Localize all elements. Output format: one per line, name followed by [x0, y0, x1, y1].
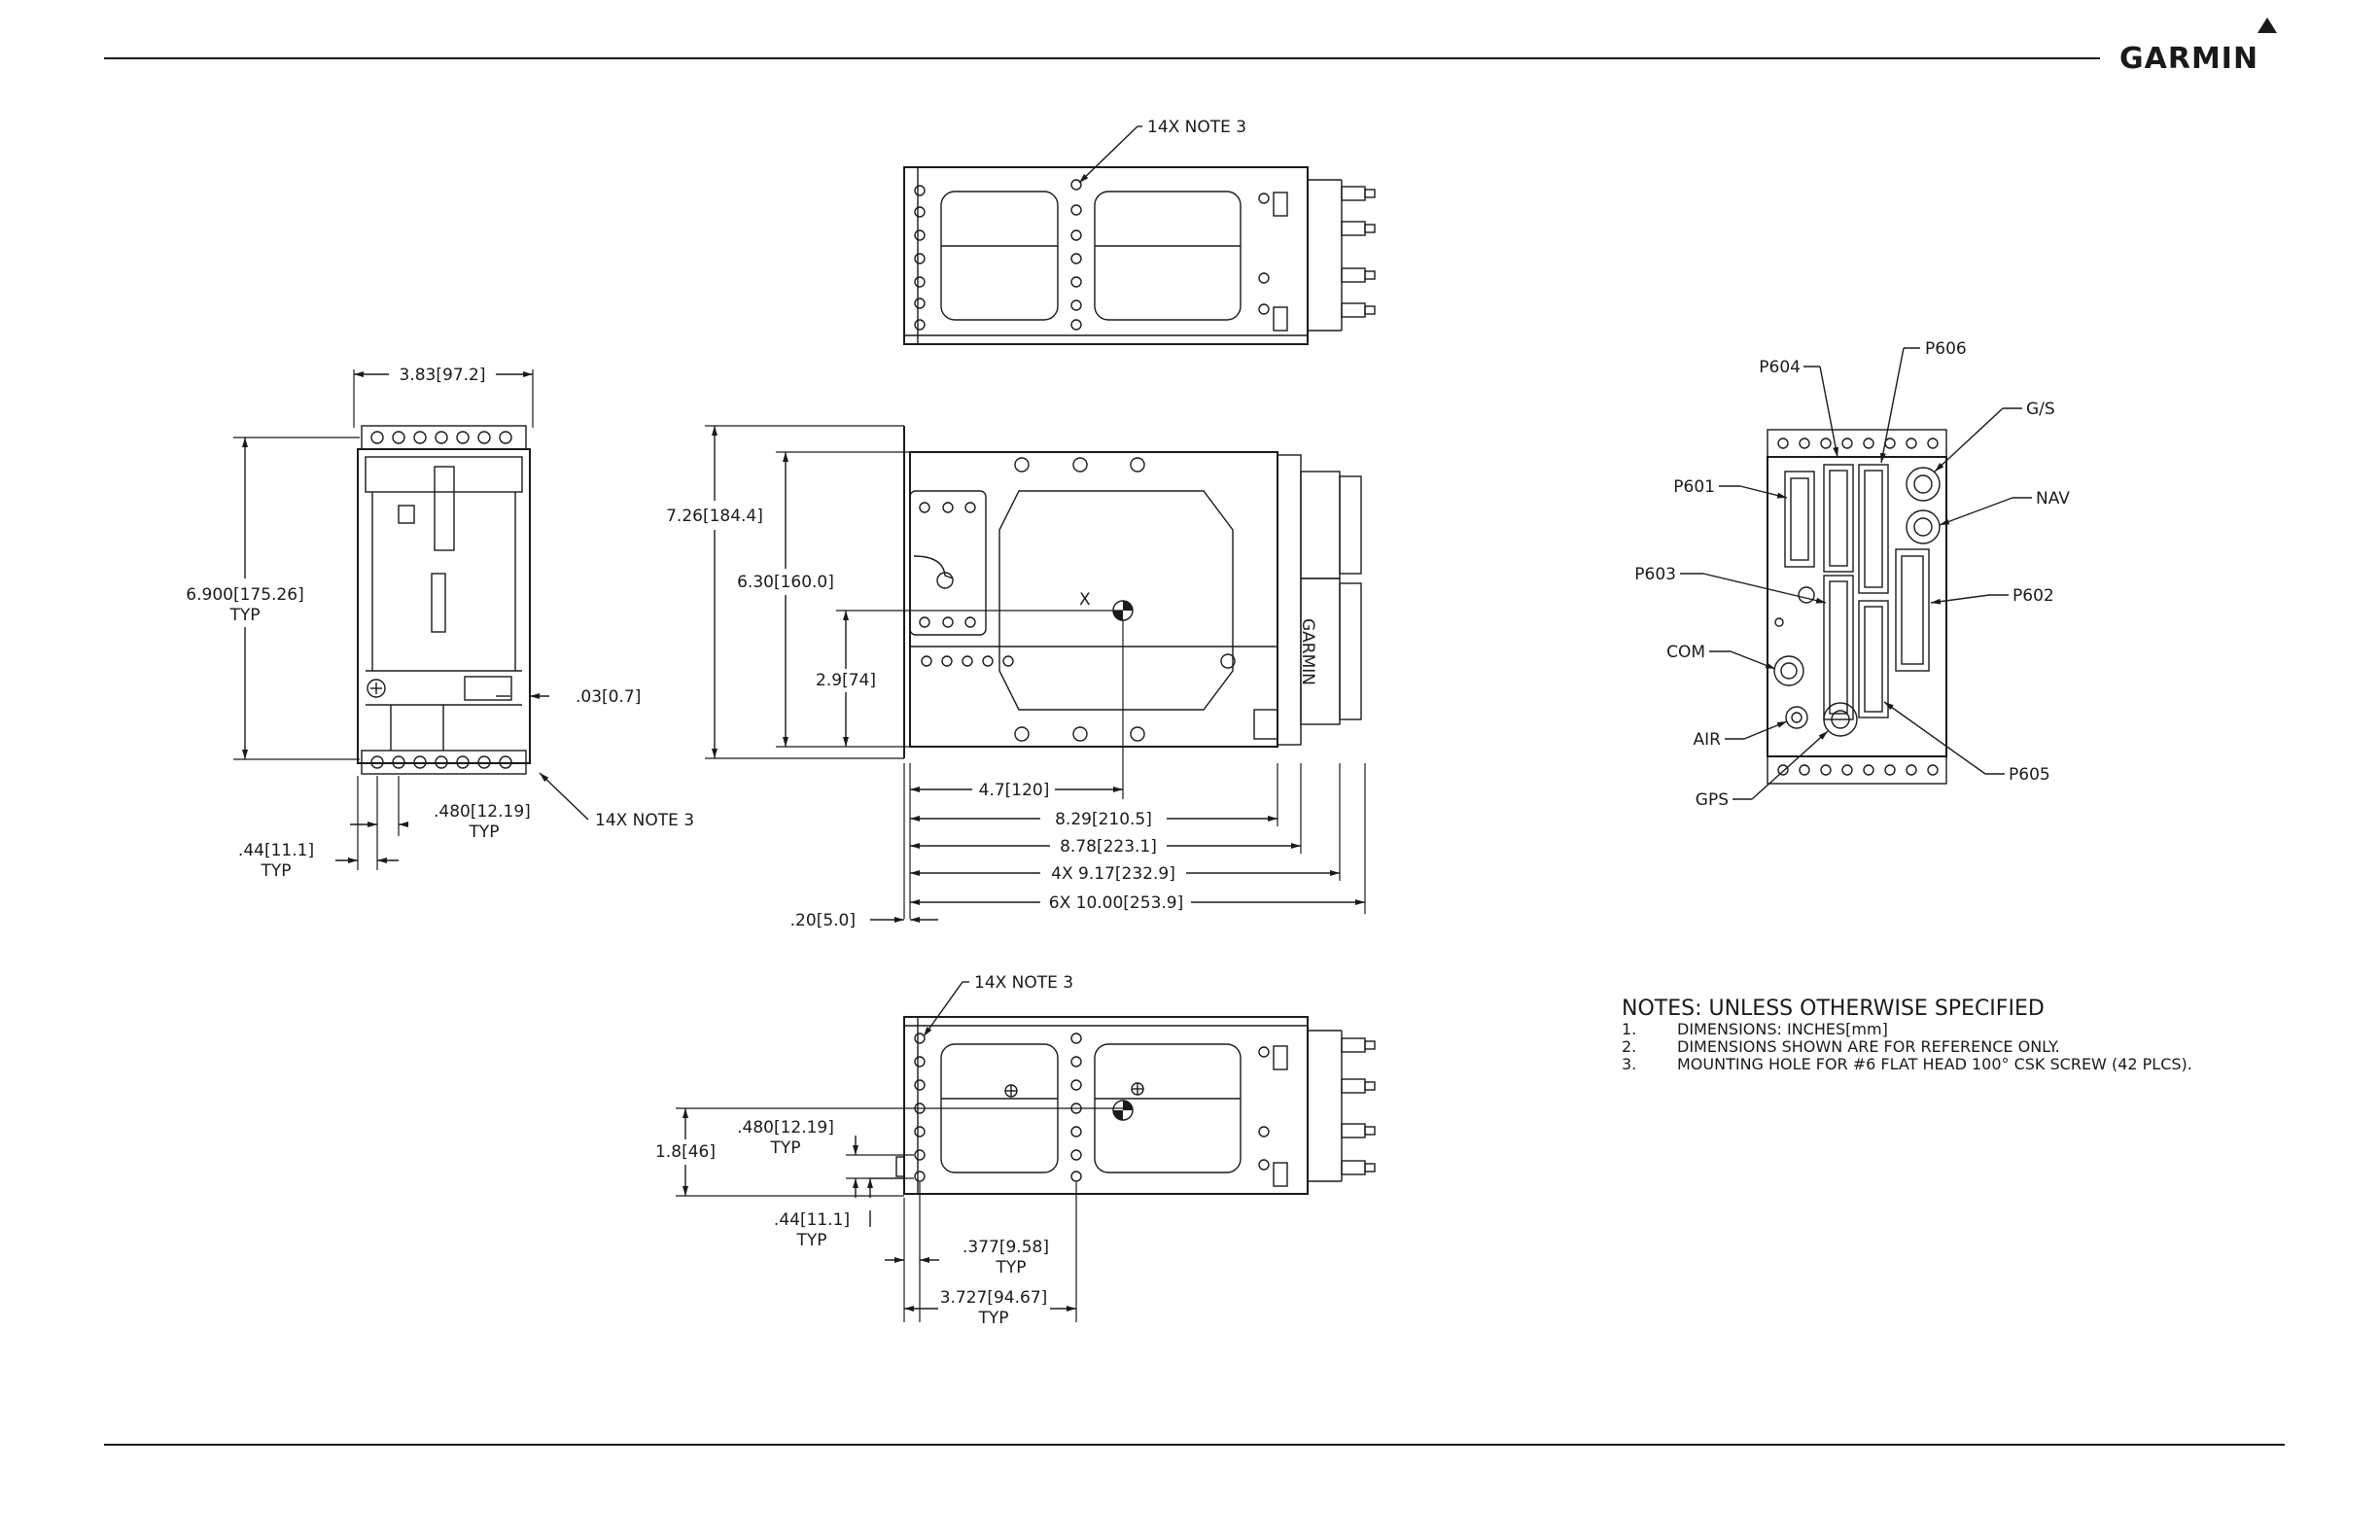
- gs-connector: [1906, 467, 1941, 502]
- cg-symbol-icon: [1123, 601, 1133, 611]
- dim-bottom-edge-typ: TYP: [795, 1231, 826, 1250]
- front-top-hole-row: [370, 431, 512, 444]
- dim-bottom-pitch: .480[12.19]: [737, 1118, 834, 1138]
- bottom-view-dimensions: 1.8[46] .480[12.19] TYP .44[11.1] TYP .3…: [655, 1107, 1123, 1328]
- label-p603: P603: [1634, 565, 1676, 584]
- dim-front-pitch: .480[12.19]: [434, 802, 531, 822]
- dim-side-len-2: 8.78[223.1]: [1060, 837, 1157, 857]
- rear-connector-view: [1767, 429, 1947, 785]
- front-bottom-hole-row: [370, 755, 512, 769]
- top-connector-stubs: [1341, 186, 1376, 318]
- dim-front-pitch-typ: TYP: [468, 822, 499, 842]
- dim-side-cg-x: 4.7[120]: [979, 781, 1050, 800]
- dim-bottom-377: .377[9.58]: [962, 1238, 1049, 1257]
- label-p606: P606: [1925, 339, 1967, 359]
- note-2-number: 2.: [1622, 1037, 1636, 1056]
- note-front-holes: 14X NOTE 3: [595, 811, 694, 830]
- dim-side-cg-height: 2.9[74]: [816, 671, 876, 690]
- dim-bottom-3727: 3.727[94.67]: [940, 1288, 1048, 1308]
- dim-bottom-3727-typ: TYP: [977, 1309, 1008, 1328]
- label-p602: P602: [2012, 586, 2054, 606]
- dim-side-height-inner: 6.30[160.0]: [737, 573, 834, 592]
- front-view-dimensions: 3.83[97.2] 6.900[175.26] TYP .03[0.7] .4…: [186, 366, 694, 881]
- label-gps: GPS: [1696, 790, 1729, 810]
- com-connector: [1773, 655, 1804, 686]
- p603-connector: [1823, 575, 1854, 720]
- bottom-hole-col-a: [914, 1032, 926, 1182]
- side-brand-text: GARMIN: [1298, 618, 1317, 685]
- air-connector: [1785, 706, 1808, 729]
- note-2-text: DIMENSIONS SHOWN ARE FOR REFERENCE ONLY.: [1677, 1037, 2060, 1056]
- note-3-number: 3.: [1622, 1055, 1636, 1073]
- note-top-holes: 14X NOTE 3: [1147, 118, 1246, 137]
- dim-front-edge: .44[11.1]: [238, 841, 314, 860]
- side-view: GARMIN X: [903, 426, 1362, 758]
- label-gs: G/S: [2026, 400, 2055, 419]
- dim-front-height-typ: TYP: [228, 606, 260, 625]
- rear-bottom-hole-row: [1777, 764, 1939, 776]
- dim-side-len-1: 8.29[210.5]: [1055, 810, 1152, 829]
- note-3-text: MOUNTING HOLE FOR #6 FLAT HEAD 100° CSK …: [1677, 1055, 2192, 1073]
- side-view-dimensions: 7.26[184.4] 6.30[160.0] 2.9[74] 4.7[120]…: [666, 425, 1366, 930]
- connector-callouts: P604 P606 G/S P601 NAV P603 P602 COM AIR…: [1634, 339, 2070, 810]
- p604-connector: [1823, 464, 1854, 573]
- gps-connector: [1823, 702, 1858, 737]
- garmin-logo: GARMIN: [2119, 18, 2277, 76]
- label-nav: NAV: [2036, 489, 2070, 508]
- rear-top-hole-row: [1777, 438, 1939, 449]
- dim-bottom-height: 1.8[46]: [655, 1142, 716, 1162]
- bottom-cg-symbol-icon: [1123, 1101, 1133, 1110]
- garmin-logo-text: GARMIN: [2119, 42, 2258, 76]
- top-hole-col-a: [914, 185, 926, 331]
- label-air: AIR: [1694, 730, 1722, 750]
- front-view: [357, 425, 531, 775]
- label-p605: P605: [2009, 765, 2050, 785]
- p606-connector: [1858, 464, 1889, 594]
- cg-mark: X: [1079, 590, 1091, 610]
- bottom-view: 14X NOTE 3: [895, 973, 1376, 1195]
- p605-connector: [1858, 600, 1889, 718]
- garmin-delta-icon: [2258, 18, 2277, 33]
- dim-side-len-4: 6X 10.00[253.9]: [1049, 893, 1183, 913]
- nav-connector: [1906, 509, 1941, 544]
- notes-title: NOTES: UNLESS OTHERWISE SPECIFIED: [1622, 997, 2045, 1021]
- label-p604: P604: [1759, 358, 1801, 377]
- dim-bottom-edge: .44[11.1]: [774, 1210, 850, 1230]
- dim-bottom-377-typ: TYP: [995, 1258, 1026, 1278]
- dim-front-width: 3.83[97.2]: [400, 366, 486, 385]
- top-hole-col-b: [1070, 179, 1082, 331]
- dim-side-flange: .20[5.0]: [790, 911, 856, 930]
- dim-front-height: 6.900[175.26]: [186, 585, 303, 605]
- note-1-text: DIMENSIONS: INCHES[mm]: [1677, 1020, 1888, 1038]
- note-bottom-holes: 14X NOTE 3: [974, 973, 1073, 993]
- bottom-connector-stubs: [1341, 1037, 1376, 1175]
- side-hole-row: [921, 457, 1236, 742]
- side-hole-grid: [919, 502, 976, 628]
- top-view: 14X NOTE 3: [903, 118, 1376, 345]
- note-1-number: 1.: [1622, 1020, 1636, 1038]
- dim-bottom-pitch-typ: TYP: [769, 1138, 800, 1158]
- label-p601: P601: [1673, 477, 1715, 497]
- dim-front-gap: .03[0.7]: [576, 687, 641, 707]
- dim-front-edge-typ: TYP: [260, 861, 291, 881]
- label-com: COM: [1666, 643, 1705, 662]
- p601-connector: [1784, 471, 1815, 568]
- dim-side-len-3: 4X 9.17[232.9]: [1051, 864, 1175, 884]
- dim-side-height-outer: 7.26[184.4]: [666, 507, 763, 526]
- notes-block: NOTES: UNLESS OTHERWISE SPECIFIED 1. DIM…: [1622, 997, 2192, 1073]
- bottom-hole-col-b: [1070, 1032, 1082, 1182]
- p602-connector: [1895, 548, 1930, 672]
